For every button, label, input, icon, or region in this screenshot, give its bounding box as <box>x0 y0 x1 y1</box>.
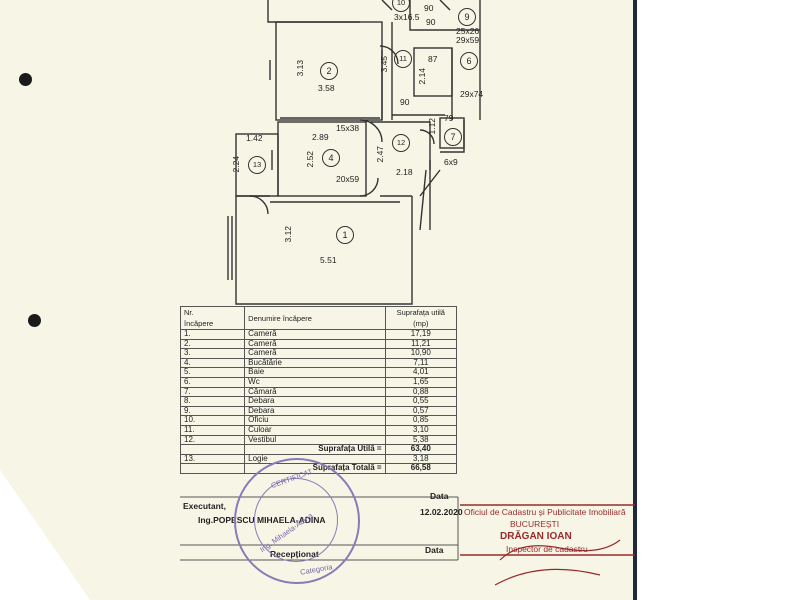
dim-218: 2.18 <box>396 167 413 177</box>
dim-20x59: 20x59 <box>336 174 360 184</box>
dim-87: 87 <box>428 54 438 64</box>
dim-79: 79 <box>444 113 454 123</box>
red-stamp-role: Inspector de cadastru <box>506 544 588 554</box>
header-suprafata: Suprafața utilă(mp) <box>384 306 458 330</box>
header-denumire: Denumire încăpere <box>244 306 386 330</box>
dim-6x9: 6x9 <box>444 157 458 167</box>
data-label-1: Data <box>430 491 449 501</box>
data-label-2: Data <box>425 545 444 555</box>
punch-hole-top <box>19 73 32 86</box>
room-number-11: 11 <box>394 50 412 68</box>
dim-15x38: 15x38 <box>336 123 360 133</box>
dim-90a: 90 <box>424 3 434 13</box>
room-number-12: 12 <box>392 134 410 152</box>
red-stamp-line2: BUCUREȘTI <box>510 519 560 529</box>
data-value: 12.02.2020 <box>420 507 463 517</box>
dim-90c: 90 <box>400 97 410 107</box>
room-number-7: 7 <box>444 128 462 146</box>
room-number-6: 6 <box>460 52 478 70</box>
room-number-13: 13 <box>248 156 266 174</box>
dim-3x16: 3x16.5 <box>394 12 420 22</box>
punch-hole-bottom <box>28 314 41 327</box>
red-stamp-name: DRĂGAN IOAN <box>500 531 572 542</box>
room-number-4: 4 <box>322 149 340 167</box>
dim-25x26: 25x26 <box>456 26 480 36</box>
room-number-2: 2 <box>320 62 338 80</box>
dim-551: 5.51 <box>320 255 337 265</box>
dim-29x59: 29x59 <box>456 35 480 45</box>
executant-label: Executant, <box>183 501 226 511</box>
dim-90b: 90 <box>426 17 436 27</box>
room-number-1: 1 <box>336 226 354 244</box>
certification-stamp-inner <box>254 478 338 562</box>
certification-stamp <box>234 458 360 584</box>
dim-289: 2.89 <box>312 132 329 142</box>
dim-142: 1.42 <box>246 133 263 143</box>
red-stamp-line1: Oficiul de Cadastru și Publicitate Imobi… <box>464 507 626 517</box>
dim-29x74: 29x74 <box>460 89 484 99</box>
suprafata-totala-value: 66,58 <box>384 463 458 474</box>
room-number-9: 9 <box>458 8 476 26</box>
floor-plan <box>227 0 481 305</box>
table-header-row: Nr.încăpere Denumire încăpere Suprafața … <box>179 306 458 330</box>
dim-358: 3.58 <box>318 83 335 93</box>
